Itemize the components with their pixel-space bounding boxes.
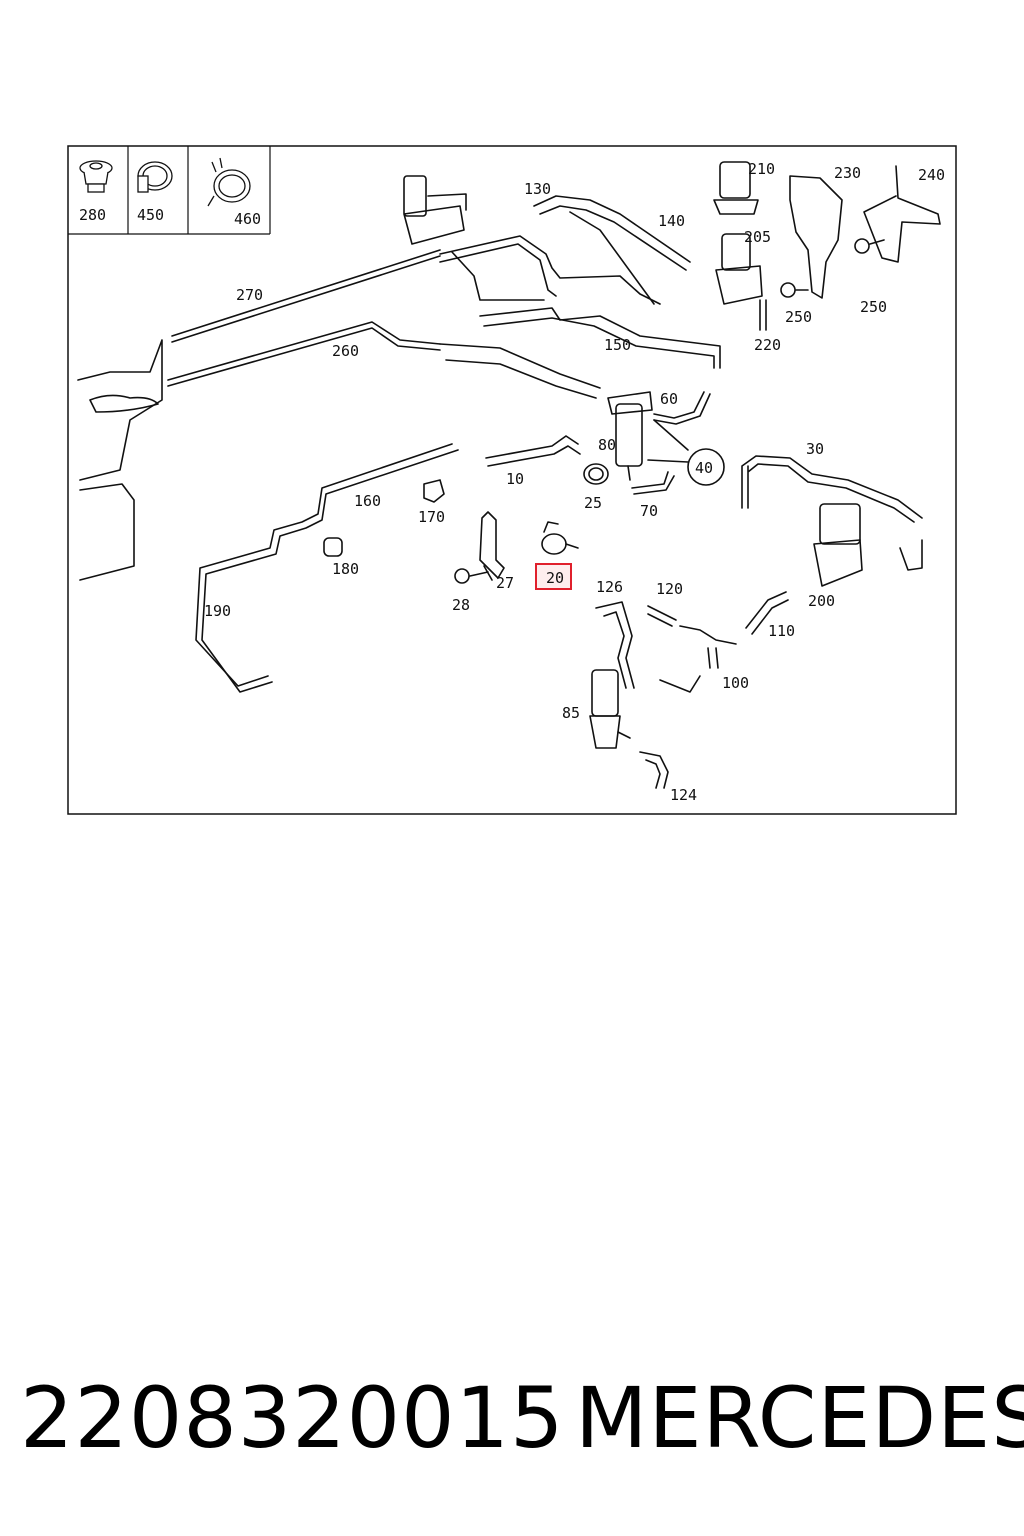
part-label: 250 [860,298,887,316]
legend-label: 280 [79,206,106,224]
part-label: 180 [332,560,359,578]
legend-boxes [68,146,271,235]
part-label: 220 [754,336,781,354]
caption: 2208320015 MERCEDES [0,1368,1024,1468]
parts-diagram: 280 450 460 210 230 240 130 140 205 270 … [67,145,957,815]
spring-clamp-icon [207,157,251,207]
part-label: 170 [418,508,445,526]
part-label: 210 [748,160,775,178]
part-label: 28 [452,596,470,614]
part-label: 205 [744,228,771,246]
part-label: 60 [660,390,678,408]
part-label: 126 [596,578,623,596]
part-label: 110 [768,622,795,640]
legend-label: 450 [137,206,164,224]
part-label: 190 [204,602,231,620]
part-number: 2208320015 [20,1369,565,1467]
part-label: 230 [834,164,861,182]
brand-name: MERCEDES [575,1369,1024,1467]
part-label: 30 [806,440,824,458]
legend-label: 460 [234,210,261,228]
part-label: 200 [808,592,835,610]
part-label: 124 [670,786,697,804]
highlighted-part-label: 20 [546,569,564,587]
part-label: 130 [524,180,551,198]
plug-grommet-icon [79,160,113,193]
part-label: 260 [332,342,359,360]
part-labels: 280 450 460 210 230 240 130 140 205 270 … [79,160,945,804]
part-label: 10 [506,470,524,488]
part-label: 85 [562,704,580,722]
highlight-box [535,563,572,590]
part-label: 140 [658,212,685,230]
part-label: 100 [722,674,749,692]
part-label: 270 [236,286,263,304]
part-label: 120 [656,580,683,598]
part-label: 150 [604,336,631,354]
part-label: 250 [785,308,812,326]
part-label: 240 [918,166,945,184]
part-label: 80 [598,436,616,454]
part-label: 25 [584,494,602,512]
part-label: 70 [640,502,658,520]
hose-pipe-drawing [77,161,941,789]
part-label: 160 [354,492,381,510]
part-label: 27 [496,574,514,592]
hose-clamp-icon [137,161,173,193]
part-label: 40 [695,459,713,477]
